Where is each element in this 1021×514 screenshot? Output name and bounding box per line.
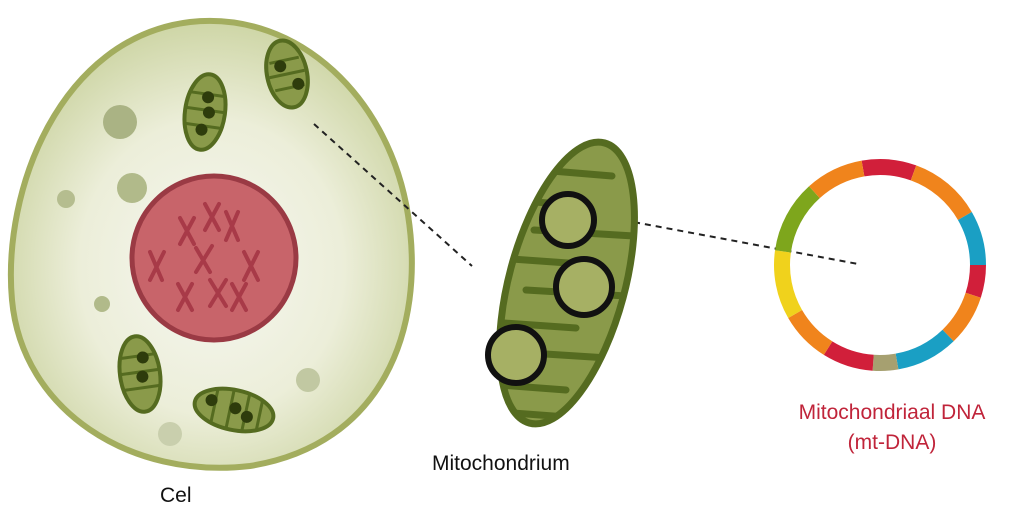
mtdna-label-line1: Mitochondriaal DNA: [768, 398, 1016, 428]
vesicle: [158, 422, 182, 446]
dna-segment-orange: [814, 168, 863, 192]
vesicle: [117, 173, 147, 203]
dna-segment-red: [828, 348, 873, 363]
vesicle: [57, 190, 75, 208]
mitochondrion: [473, 128, 660, 438]
dna-segment-tan: [873, 362, 897, 363]
vesicle: [103, 105, 137, 139]
dna-segment-orange: [914, 173, 965, 216]
vesicle: [94, 296, 110, 312]
mtdna-label-line2: (mt-DNA): [768, 428, 1016, 458]
mtdna-ring: [782, 167, 978, 363]
dna-segment-green: [783, 192, 814, 251]
dna-segment-yellow: [782, 251, 795, 314]
dna-segment-orange: [795, 314, 828, 348]
nucleus: [132, 176, 296, 340]
cell: [11, 21, 412, 468]
dna-segment-red: [973, 265, 978, 295]
mtdna-label: Mitochondriaal DNA (mt-DNA): [768, 398, 1016, 458]
cell-label: Cel: [160, 484, 192, 508]
dna-segment-red: [863, 167, 914, 173]
mitochondrion-label: Mitochondrium: [432, 452, 570, 476]
dna-segment-blue: [965, 216, 978, 265]
dna-segment-blue: [897, 335, 948, 361]
dna-segment-orange: [948, 295, 973, 335]
vesicle: [296, 368, 320, 392]
